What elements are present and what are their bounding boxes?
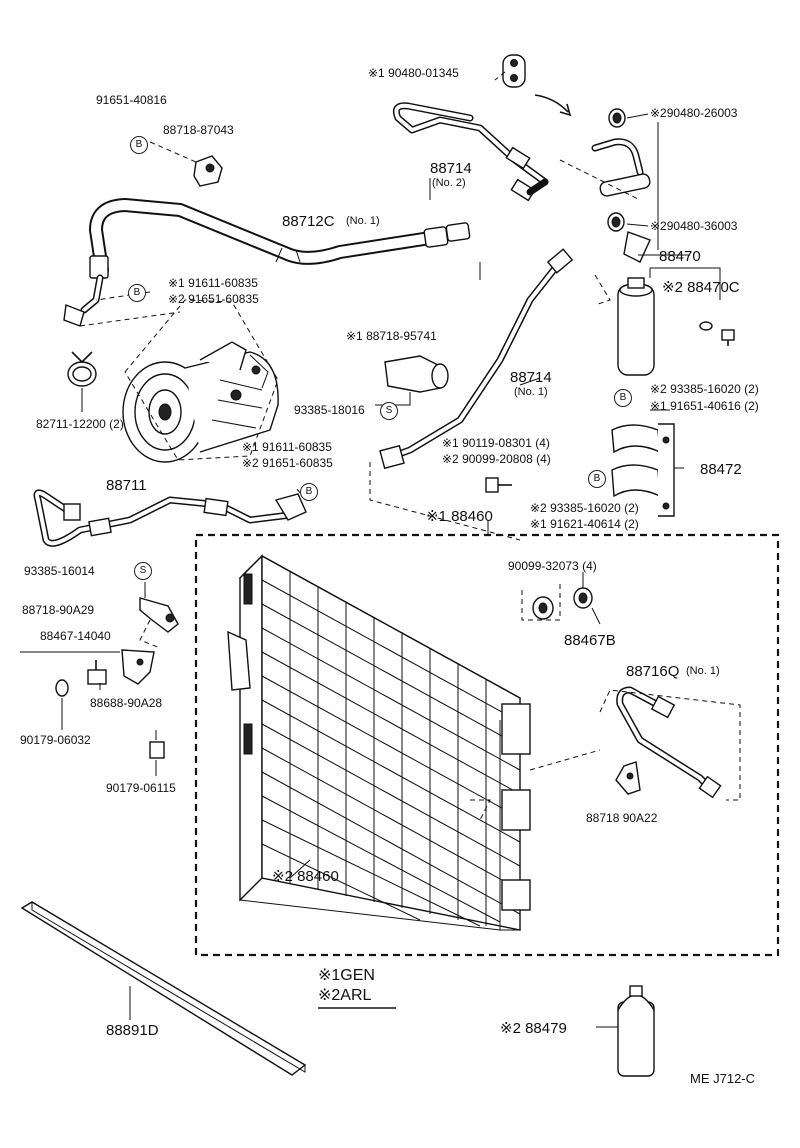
callout-p42: 88891D xyxy=(106,1022,159,1039)
callout-p19: ※2 93385-16020 (2) xyxy=(650,382,759,396)
compressor xyxy=(122,341,279,463)
callout-p37: 88688-90A28 xyxy=(90,696,163,710)
switch-88467-14040 xyxy=(87,660,107,685)
hose-88714-no2 xyxy=(392,102,549,202)
callout-p36: (No. 1) xyxy=(686,665,720,677)
callout-p14: ※1 88718-95741 xyxy=(346,329,437,343)
callout-p27: ※2 93385-16020 (2) xyxy=(530,501,639,515)
callout-p15: 88714 xyxy=(510,369,552,386)
callout-p21: ※1 91611-60835 xyxy=(242,440,332,454)
marker-s-1: S xyxy=(380,402,398,420)
bracket-88472 xyxy=(611,423,675,517)
bolt-90119-08301 xyxy=(485,477,512,493)
callout-p02: 91651-40816 xyxy=(96,93,167,107)
callout-p22: ※2 91651-60835 xyxy=(242,456,333,470)
leader-p01 xyxy=(494,71,506,81)
oring-bolt-88470C xyxy=(699,321,735,346)
bottle-88479 xyxy=(617,985,655,1077)
hose-88712C xyxy=(63,198,471,327)
callout-p25: 88472 xyxy=(700,461,742,478)
callout-p09: ※290480-36003 xyxy=(650,219,738,233)
marker-b-3: B xyxy=(300,483,318,501)
callout-p41: ※2 88460 xyxy=(272,868,339,885)
receiver-dryer-88470 xyxy=(617,231,655,376)
marker-b-1: B xyxy=(130,136,148,154)
callout-p26: 88711 xyxy=(106,477,147,494)
callout-p23: ※1 90119-08301 (4) xyxy=(442,436,550,450)
nut-90179-06115 xyxy=(149,741,165,759)
callout-p30: 93385-16014 xyxy=(24,564,95,578)
clamp-82711-12200 xyxy=(67,351,97,387)
callout-p28: ※1 91621-40614 (2) xyxy=(530,517,639,531)
grommet-88467B xyxy=(532,587,593,620)
condenser-88460 xyxy=(227,554,531,931)
fitting-90480-36003 xyxy=(607,212,625,232)
callout-p06: (No. 2) xyxy=(432,177,466,189)
callout-p31: 90099-32073 (4) xyxy=(508,559,597,573)
callout-p32: 88718-90A29 xyxy=(22,603,95,617)
callout-p12: ※2 91651-60835 xyxy=(168,292,259,306)
nut-90179-06032 xyxy=(55,679,69,697)
marker-s-2: S xyxy=(134,562,152,580)
callout-p04: ※290480-26003 xyxy=(650,106,738,120)
legend-gen: ※1GEN xyxy=(318,967,375,984)
callout-p34: 88467B xyxy=(564,632,616,649)
bracket-88718-90A29 xyxy=(139,597,179,633)
seal-strip-88891D xyxy=(20,901,307,1076)
marker-b-5: B xyxy=(588,470,606,488)
fitting-90480-26003 xyxy=(608,108,626,128)
callout-p40: 88718 90A22 xyxy=(586,811,658,825)
legend-arl: ※2ARL xyxy=(318,987,372,1004)
pipe-88711 xyxy=(33,489,307,547)
condenser-group-border xyxy=(194,533,780,957)
flow-arrow xyxy=(534,94,572,117)
callout-p13: ※2 88470C xyxy=(662,279,740,296)
callout-p43: ※2 88479 xyxy=(500,1020,567,1037)
marker-b-4: B xyxy=(614,389,632,407)
bracket-88718-95741 xyxy=(384,355,449,393)
callout-p08: (No. 1) xyxy=(346,215,380,227)
callout-p38: 90179-06032 xyxy=(20,733,91,747)
grommet-90480-01345 xyxy=(502,54,526,88)
callout-p18: 82711-12200 (2) xyxy=(36,417,124,431)
bracket-88718-90A22 xyxy=(615,761,641,795)
callout-p16: (No. 1) xyxy=(514,386,548,398)
pipe-assembly-right xyxy=(591,138,651,197)
callout-p11: ※1 91611-60835 xyxy=(168,276,258,290)
callout-p10: 88470 xyxy=(659,248,701,265)
marker-b-2: B xyxy=(128,284,146,302)
diagram-code: ME J712-C xyxy=(690,1071,756,1086)
callout-p24: ※2 90099-20808 (4) xyxy=(442,452,551,466)
hose-88714-no1 xyxy=(379,248,574,470)
callout-p07: 88712C xyxy=(282,213,335,230)
callout-p29: ※1 88460 xyxy=(426,508,493,525)
callout-p17: 93385-18016 xyxy=(294,403,365,417)
callout-p05: 88714 xyxy=(430,160,472,177)
callout-p35: 88716Q xyxy=(626,663,680,680)
pipe-88716Q xyxy=(616,686,722,799)
bracket-88718-87043 xyxy=(193,155,223,187)
callout-p03: 88718-87043 xyxy=(163,123,234,137)
callout-p01: ※1 90480-01345 xyxy=(368,66,459,80)
bracket-88688-90A28 xyxy=(121,649,155,685)
callout-p33: 88467-14040 xyxy=(40,629,111,643)
callout-p20: ※1 91651-40616 (2) xyxy=(650,399,759,413)
callout-p39: 90179-06115 xyxy=(106,781,176,795)
